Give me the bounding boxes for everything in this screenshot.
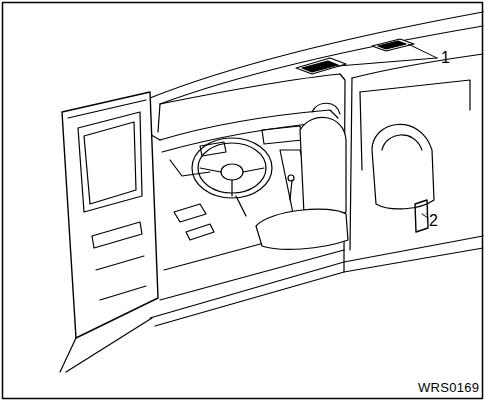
car-body — [146, 12, 483, 326]
frame-border — [3, 3, 483, 399]
callout-number: 1 — [441, 50, 450, 66]
leader-lines — [338, 44, 437, 218]
figure-code: WRS0169 — [418, 381, 479, 394]
front-seat — [256, 103, 348, 249]
open-door — [60, 92, 158, 372]
callout-number: 2 — [429, 213, 438, 229]
steering-wheel — [192, 138, 272, 216]
